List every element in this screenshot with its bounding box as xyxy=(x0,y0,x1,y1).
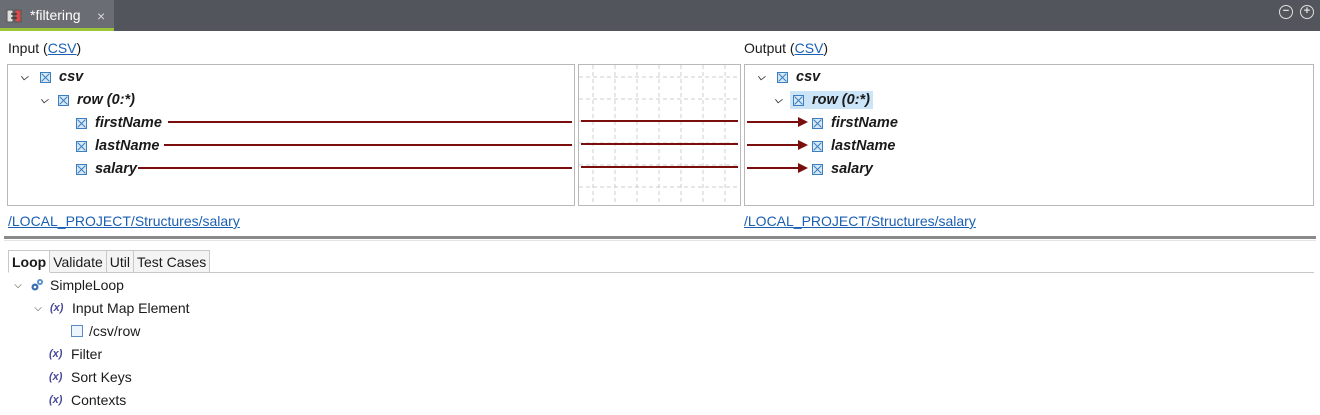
output-label-end: ) xyxy=(823,40,829,56)
field-label: salary xyxy=(831,161,873,177)
mapping-canvas[interactable] xyxy=(578,64,741,206)
output-field-lastname[interactable]: lastName xyxy=(812,136,895,156)
variable-icon: (x) xyxy=(49,371,63,383)
tab-loop[interactable]: Loop xyxy=(8,250,51,273)
input-tree-root[interactable]: ⌵ csv xyxy=(18,67,83,87)
input-field-lastname[interactable]: lastName xyxy=(76,136,159,156)
loop-tree-input-map[interactable]: ⌵ (x) Input Map Element xyxy=(32,298,190,318)
input-field-salary[interactable]: salary xyxy=(76,159,137,179)
minimize-icon[interactable]: − xyxy=(1279,5,1293,19)
chevron-down-icon[interactable]: ⌵ xyxy=(20,71,28,83)
splitter-sash[interactable] xyxy=(4,236,1316,239)
loop-gear-icon xyxy=(31,279,43,291)
tab-underline xyxy=(8,272,1314,273)
input-format-link[interactable]: CSV xyxy=(47,40,77,56)
row-element-icon xyxy=(71,325,83,337)
element-icon xyxy=(76,140,87,152)
output-format-link[interactable]: CSV xyxy=(794,40,824,56)
variable-icon: (x) xyxy=(49,394,63,406)
field-label: lastName xyxy=(831,138,896,154)
input-label: Input ( xyxy=(8,40,48,56)
input-pane-title: Input (CSV) xyxy=(8,40,81,56)
output-tree[interactable]: ⌵ csv ⌵ row (0:*) firstName lastName sal… xyxy=(744,64,1314,206)
input-field-firstname[interactable]: firstName xyxy=(76,113,162,133)
element-icon xyxy=(76,117,87,129)
input-label-end: ) xyxy=(76,40,82,56)
chevron-down-icon[interactable]: ⌵ xyxy=(14,279,22,291)
loop-tree-input-map-child[interactable]: /csv/row xyxy=(71,321,140,341)
sort-keys-label: Sort Keys xyxy=(71,369,132,385)
mapping-lines xyxy=(138,117,808,173)
output-root-label: csv xyxy=(796,69,821,85)
editor-tab-bar: *filtering × − + xyxy=(0,0,1320,31)
output-label: Output ( xyxy=(744,40,795,56)
filter-label: Filter xyxy=(71,346,103,362)
element-icon xyxy=(40,71,51,83)
input-root-label: csv xyxy=(59,69,84,85)
mapping-line-lastname[interactable] xyxy=(164,140,808,150)
loop-tree-root[interactable]: ⌵ SimpleLoop xyxy=(12,275,124,295)
map-editor-icon xyxy=(6,9,22,23)
output-pane-title: Output (CSV) xyxy=(744,40,828,56)
close-icon[interactable]: × xyxy=(97,8,106,24)
output-tree-root[interactable]: ⌵ csv xyxy=(755,67,820,87)
mapping-line-salary[interactable] xyxy=(138,163,808,173)
element-icon xyxy=(793,94,804,106)
loop-tree-contexts[interactable]: (x) Contexts xyxy=(49,390,126,410)
tab-validate[interactable]: Validate xyxy=(49,250,107,273)
field-label: firstName xyxy=(95,115,162,131)
field-label: firstName xyxy=(831,115,898,131)
mapping-line-firstname[interactable] xyxy=(168,117,808,127)
input-tree[interactable]: ⌵ csv ⌵ row (0:*) firstName lastName sal… xyxy=(7,64,575,206)
loop-tree-sort-keys[interactable]: (x) Sort Keys xyxy=(49,367,132,387)
output-tree-row[interactable]: ⌵ row (0:*) xyxy=(772,90,873,110)
element-icon xyxy=(812,163,823,175)
editor-tab-title: *filtering xyxy=(30,7,81,23)
tab-test-cases[interactable]: Test Cases xyxy=(133,250,211,273)
chevron-down-icon[interactable]: ⌵ xyxy=(774,94,782,106)
input-row-label: row (0:*) xyxy=(77,92,135,108)
field-label: salary xyxy=(95,161,137,177)
element-icon xyxy=(58,94,69,106)
contexts-label: Contexts xyxy=(71,392,127,408)
maximize-icon[interactable]: + xyxy=(1300,5,1314,19)
element-icon xyxy=(777,71,788,83)
input-map-label: Input Map Element xyxy=(72,300,190,316)
variable-icon: (x) xyxy=(49,348,63,360)
input-tree-row[interactable]: ⌵ row (0:*) xyxy=(38,90,135,110)
field-label: lastName xyxy=(95,138,160,154)
tab-util[interactable]: Util xyxy=(105,250,135,273)
input-structure-path-link[interactable]: /LOCAL_PROJECT/Structures/salary xyxy=(8,213,240,229)
chevron-down-icon[interactable]: ⌵ xyxy=(34,302,42,314)
editor-tab-filtering[interactable]: *filtering × xyxy=(0,0,114,31)
splitter-shadow xyxy=(4,240,1316,241)
variable-icon: (x) xyxy=(50,302,64,314)
input-map-child-label: /csv/row xyxy=(89,323,141,339)
chevron-down-icon[interactable]: ⌵ xyxy=(757,71,765,83)
element-icon xyxy=(812,140,823,152)
output-row-label: row (0:*) xyxy=(812,92,870,108)
element-icon xyxy=(812,117,823,129)
chevron-down-icon[interactable]: ⌵ xyxy=(40,94,48,106)
output-field-firstname[interactable]: firstName xyxy=(812,113,898,133)
output-row-selection: row (0:*) xyxy=(790,91,873,109)
loop-root-label: SimpleLoop xyxy=(50,277,124,293)
output-structure-path-link[interactable]: /LOCAL_PROJECT/Structures/salary xyxy=(744,213,976,229)
output-field-salary[interactable]: salary xyxy=(812,159,873,179)
loop-tree-filter[interactable]: (x) Filter xyxy=(49,344,102,364)
element-icon xyxy=(76,163,87,175)
bottom-tab-strip: Loop Validate Util Test Cases xyxy=(8,250,211,273)
